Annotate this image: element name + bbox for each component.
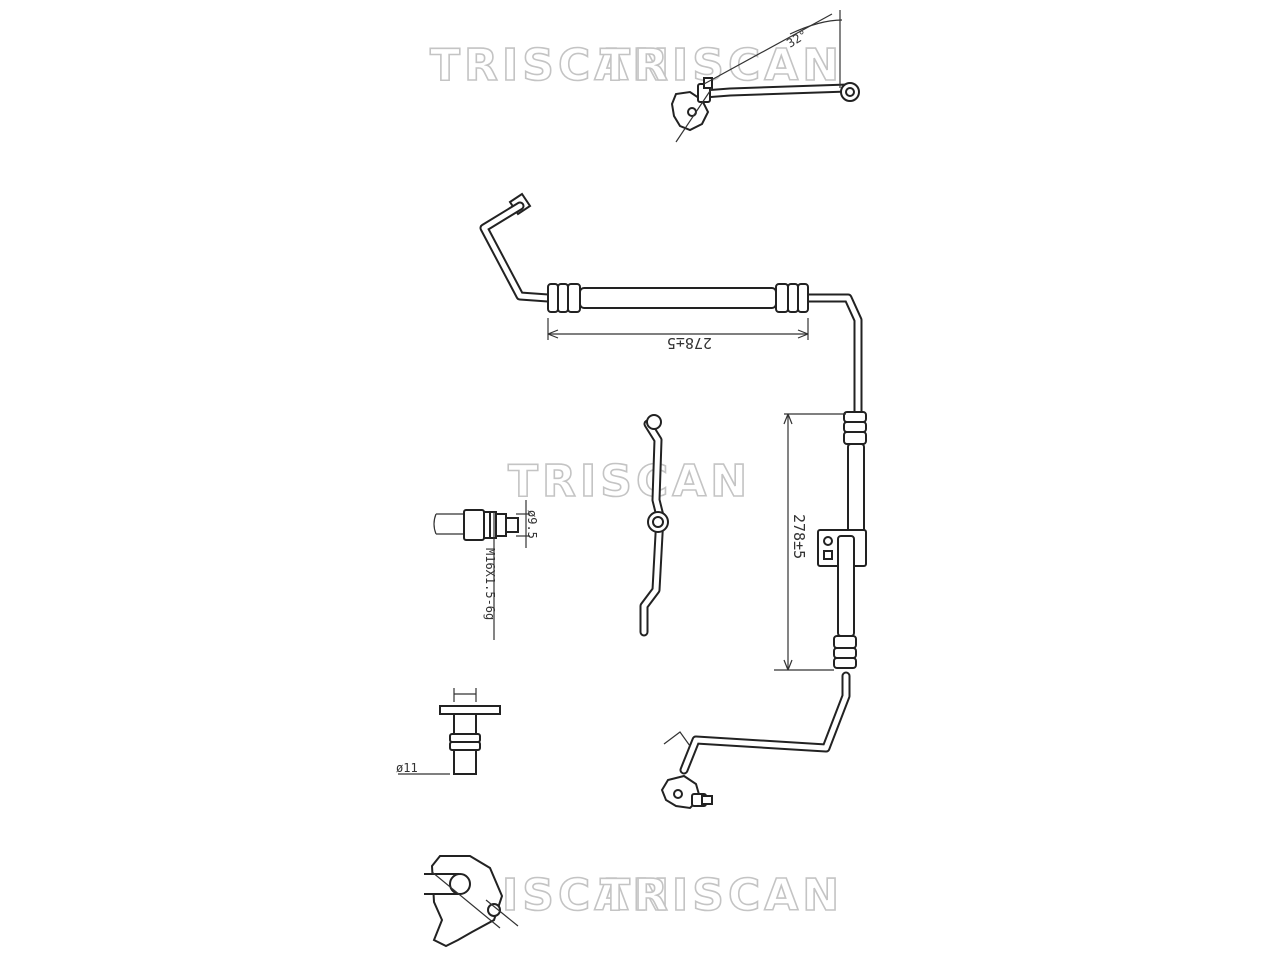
thread-spec-label: M16X1.5-6g — [483, 548, 497, 620]
diameter-small-label: ø9.5 — [525, 510, 539, 539]
horizontal-hose — [579, 287, 777, 309]
diameter-flange-label: ø11 — [396, 761, 418, 775]
watermark-top-1: TRISCAN — [430, 40, 673, 91]
flange-plate — [439, 705, 501, 715]
watermark-top-2: TRISCAN — [600, 40, 843, 91]
hose-length-top-label: 278±5 — [667, 334, 712, 352]
flange-detail: ø11 — [396, 688, 501, 775]
bottom-bracket-detail — [424, 855, 519, 948]
vertical-hose-lower — [837, 535, 855, 637]
watermark-bottom-2: TRISCAN — [600, 870, 843, 921]
main-hose-assembly: 278±5 278±5 — [479, 192, 867, 810]
dimension-vertical: 278±5 — [774, 413, 846, 671]
vertical-hose-upper — [847, 443, 865, 533]
top-bracket-detail: 32° — [670, 10, 860, 143]
hose-length-side-label: 278±5 — [790, 514, 808, 559]
side-view-pipe — [639, 414, 669, 637]
dimension-horizontal: 278±5 — [547, 318, 809, 352]
watermark-middle: TRISCAN — [508, 456, 751, 507]
thread-detail: ø9.5 M16X1.5-6g — [433, 500, 539, 640]
